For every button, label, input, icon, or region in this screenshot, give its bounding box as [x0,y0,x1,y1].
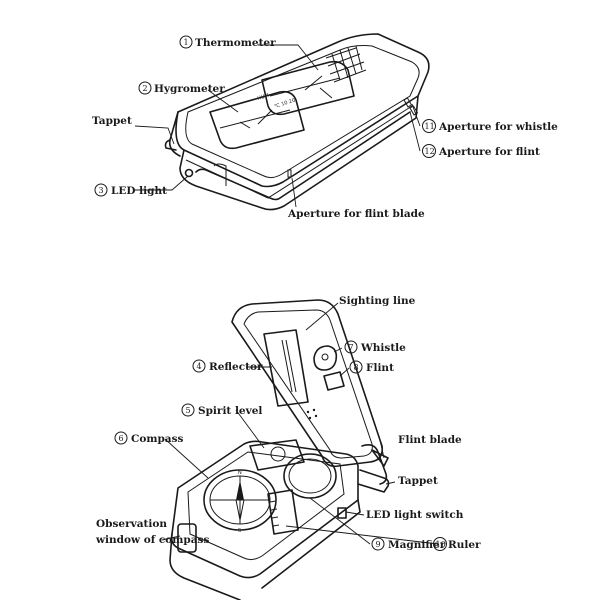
aperture-flint-label: Aperture for flint [438,146,540,158]
ruler-ticks [269,500,280,527]
aperture-flint-blade-label: Aperture for flint blade [287,208,425,220]
ruler-number: 10 [436,540,446,549]
spirit-level-number: 5 [186,406,191,415]
flint-blade-label: Flint blade [398,434,462,446]
svg-text:S: S [238,528,241,534]
lid-holes [306,408,318,420]
svg-text:℃ 10 20: ℃ 10 20 [274,98,296,110]
reflector-label: Reflector [209,361,263,373]
grid-pattern [325,45,367,83]
hygrometer-number: 2 [143,84,148,93]
thermometer-label: Thermometer [195,37,276,49]
spirit-level-label: Spirit level [198,405,262,417]
whistle-label: Whistle [360,342,406,354]
aperture-whistle-number: 11 [425,122,435,131]
compass-label: Compass [131,433,184,445]
sighting-line-label: Sighting line [339,295,416,307]
hygrometer-dial: HUM [209,90,305,150]
closed-case: ℃ 10 20 HUM 1 Thermometer 2 Hygrometer T… [92,33,558,220]
aperture-whistle-label: Aperture for whistle [438,121,558,133]
svg-text:HUM: HUM [257,93,270,102]
flint-number: 8 [354,363,359,372]
observation-label-line1: Observation [96,518,167,530]
tappet-label-top: Tappet [92,115,132,127]
ruler-label: Ruler [448,539,481,551]
whistle-number: 7 [349,343,354,352]
thermometer-dial: ℃ 10 20 [261,60,355,116]
reflector-number: 4 [197,362,202,371]
magnifier-number: 9 [376,540,381,549]
led-light-label: LED light [111,185,167,197]
led-light-number: 3 [99,186,104,195]
spirit-level-vial [249,439,305,471]
magnifier-label: Magnifier [388,539,446,551]
svg-text:N: N [238,470,242,476]
hygrometer-label: Hygrometer [154,83,225,95]
led-light-switch-label: LED light switch [366,509,464,521]
compass-dial: N S [203,469,277,534]
opened-case: N S Sighting line 4 R [95,295,481,600]
tappet-label-bottom: Tappet [398,475,438,487]
observation-label-line2: window of compass [95,534,209,546]
aperture-flint-number: 12 [425,147,435,156]
compass-number: 6 [119,434,124,443]
flint-label: Flint [366,362,394,374]
thermometer-number: 1 [184,38,189,47]
